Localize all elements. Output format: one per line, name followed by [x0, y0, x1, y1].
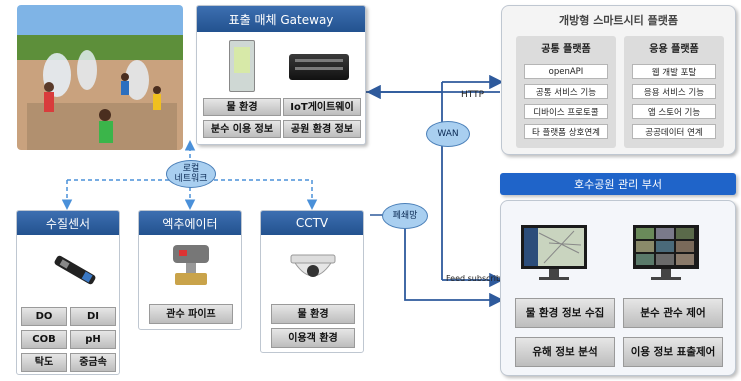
usage-display-control-button[interactable]: 이용 정보 표출제어	[623, 337, 723, 367]
app-item[interactable]: 공공데이터 연계	[632, 124, 716, 139]
feed-subscribe-label: Feed subscribe	[446, 274, 507, 283]
common-item[interactable]: 공통 서비스 기능	[524, 84, 608, 99]
children-playing-fountain-photo	[17, 5, 183, 150]
local-network-line2: 네트워크	[174, 174, 208, 184]
gateway-fountain-info-button[interactable]: 분수 이용 정보	[203, 120, 281, 138]
common-item[interactable]: 디바이스 프로토콜	[524, 104, 608, 119]
dept-panel: 물 환경 정보 수집 분수 관수 제어 유해 정보 분석 이용 정보 표출제어	[500, 200, 736, 376]
sensor-item: pH	[70, 330, 116, 349]
actuator-valve-icon	[169, 241, 213, 291]
app-platform-box: 응용 플랫폼 웹 개발 포탈 응용 서비스 기능 앱 스토어 기능 공공데이터 …	[624, 36, 724, 148]
common-platform-title: 공통 플랫폼	[541, 44, 591, 55]
fountain-photo	[17, 5, 183, 150]
platform-panel: 개방형 스마트시티 플랫폼 공통 플랫폼 openAPI 공통 서비스 기능 디…	[501, 5, 736, 155]
sensor-item: COB	[21, 330, 67, 349]
platform-title: 개방형 스마트시티 플랫폼	[559, 14, 678, 27]
sensor-item: DI	[70, 307, 116, 326]
cctv-water-env-button[interactable]: 물 환경	[271, 304, 355, 324]
gateway-panel: 표출 매체 Gateway 물 환경 IoT게이트웨이 분수 이용 정보 공원 …	[196, 5, 366, 145]
gateway-title: 표출 매체 Gateway	[197, 6, 365, 32]
kiosk-icon	[229, 40, 255, 92]
app-item[interactable]: 응용 서비스 기능	[632, 84, 716, 99]
sensor-item: 중금속	[70, 353, 116, 372]
cctv-title: CCTV	[261, 211, 363, 235]
iot-gateway-device-icon	[289, 54, 349, 80]
common-item[interactable]: openAPI	[524, 64, 608, 79]
water-sensor-panel: 수질센서 DO DI COB pH 탁도 중금속	[16, 210, 120, 375]
wan-cloud: WAN	[426, 121, 470, 147]
common-platform-box: 공통 플랫폼 openAPI 공통 서비스 기능 디바이스 프로토콜 타 플랫폼…	[516, 36, 616, 148]
closed-net-link	[404, 212, 504, 308]
sensor-item: 탁도	[21, 353, 67, 372]
water-env-collect-button[interactable]: 물 환경 정보 수집	[515, 298, 615, 328]
app-item[interactable]: 앱 스토어 기능	[632, 104, 716, 119]
app-platform-title: 응용 플랫폼	[649, 44, 699, 55]
water-sensor-probe-icon	[45, 245, 105, 295]
fountain-control-button[interactable]: 분수 관수 제어	[623, 298, 723, 328]
gateway-water-env-button[interactable]: 물 환경	[203, 98, 281, 116]
cctv-visitor-env-button[interactable]: 이용객 환경	[271, 328, 355, 348]
sensor-item: DO	[21, 307, 67, 326]
hazard-analysis-button[interactable]: 유해 정보 분석	[515, 337, 615, 367]
dept-title: 호수공원 관리 부서	[500, 173, 736, 195]
irrigation-pipe-button[interactable]: 관수 파이프	[149, 304, 233, 324]
actuator-panel: 엑추에이터 관수 파이프	[138, 210, 242, 330]
cctv-camera-icon	[289, 245, 337, 291]
water-sensor-title: 수질센서	[17, 211, 119, 235]
http-label: HTTP	[461, 90, 485, 100]
monitor-cctv-grid-icon	[631, 223, 701, 283]
gateway-iot-button[interactable]: IoT게이트웨이	[283, 98, 361, 116]
monitor-map-icon	[519, 223, 589, 283]
local-network-cloud: 로컬 네트워크	[166, 160, 216, 188]
gateway-park-env-button[interactable]: 공원 환경 정보	[283, 120, 361, 138]
common-item[interactable]: 타 플랫폼 상호연계	[524, 124, 608, 139]
actuator-title: 엑추에이터	[139, 211, 241, 235]
local-network-line1: 로컬	[182, 164, 200, 174]
app-item[interactable]: 웹 개발 포탈	[632, 64, 716, 79]
cctv-panel: CCTV 물 환경 이용객 환경	[260, 210, 364, 353]
closed-network-cloud: 폐쇄망	[382, 203, 428, 229]
